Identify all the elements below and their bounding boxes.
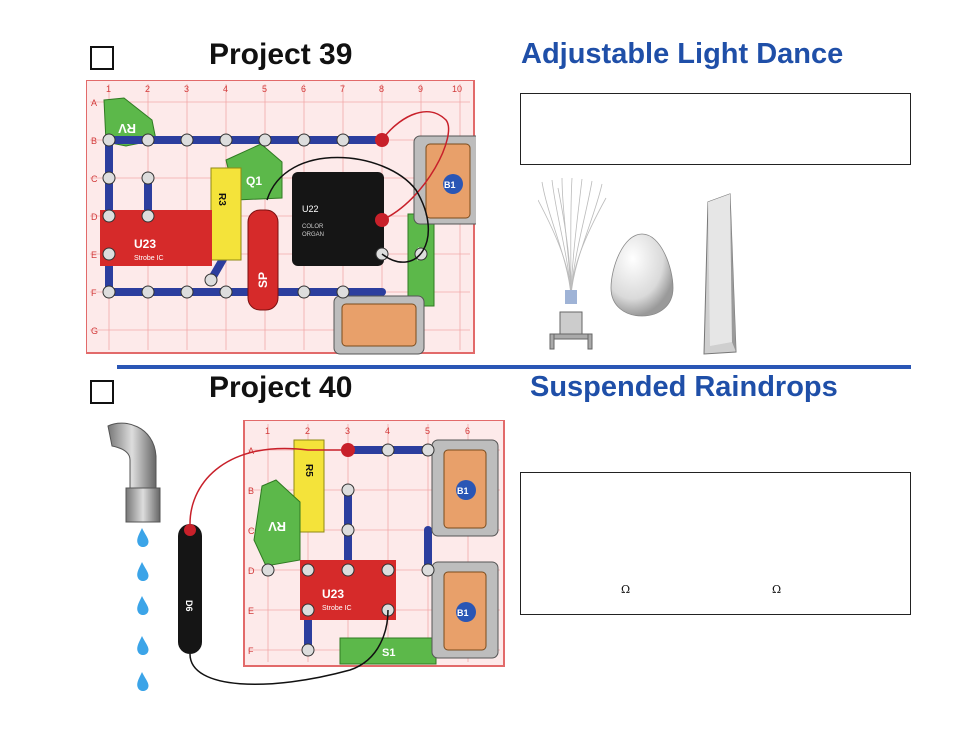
egg-diffuser-image [610,233,674,317]
p40-b1-label-lower: B1 [457,608,469,618]
p39-col-1: 1 [106,84,111,94]
p39-col-5: 5 [262,84,267,94]
p39-r3-label: R3 [216,193,227,206]
p40-row-f: F [248,646,254,656]
project40-checkbox[interactable] [90,380,114,404]
p39-b1-label: B1 [444,180,456,190]
p40-u23-sub: Strobe IC [322,605,352,612]
raindrop-icon [137,528,149,547]
p40-col-2: 2 [305,426,310,436]
p39-rv-label: RV [118,121,136,136]
ohm-symbol: Ω [772,583,782,596]
p39-col-2: 2 [145,84,150,94]
p39-u22-sub1: COLOR [302,224,324,230]
project40-name: Suspended Raindrops [530,371,838,403]
p39-red-wire [381,110,450,221]
p39-black-wire [266,156,430,263]
p39-u23-sub: Strobe IC [134,255,164,262]
fiber-optic-tree-image [538,178,607,350]
p40-s1-part [339,637,437,665]
p40-col-3: 3 [345,426,350,436]
tall-prism-image [703,193,737,355]
p39-col-8: 8 [379,84,384,94]
p39-col-10: 10 [452,84,462,94]
p39-col-6: 6 [301,84,306,94]
project40-text-box: Ω Ω [520,472,911,615]
p39-col-3: 3 [184,84,189,94]
p39-row-g: G [91,326,98,336]
project40-title: Project 40 [209,371,353,404]
p40-row-e: E [248,606,254,616]
p40-s1-label: S1 [382,647,395,659]
p39-row-e: E [91,250,97,260]
p40-col-6: 6 [465,426,470,436]
p39-col-9: 9 [418,84,423,94]
project40-circuit-diagram: 1 2 3 4 5 6 A B C D E F R5 RV U23 Strobe… [178,420,505,685]
p39-u22-part [292,172,384,266]
raindrop-icon [137,636,149,655]
p39-col-4: 4 [223,84,228,94]
p40-row-a: A [248,446,254,456]
p40-black-wire [189,609,389,685]
p40-d6-label: D6 [184,600,194,612]
p40-row-d: D [248,566,255,576]
p40-r5-label: R5 [303,464,314,477]
p40-col-1: 1 [265,426,270,436]
p39-u22-label: U22 [302,204,319,214]
project39-text-box [520,93,911,165]
raindrop-icon [137,562,149,581]
ohm-symbol: Ω [621,583,631,596]
project39-title: Project 39 [209,38,353,71]
p40-row-c: C [248,526,255,536]
faucet-with-raindrops-image [107,422,161,691]
project39-checkbox[interactable] [90,46,114,70]
p39-col-7: 7 [340,84,345,94]
p39-row-b: B [91,136,97,146]
p39-row-a: A [91,98,97,108]
section-divider [117,365,911,369]
p40-col-5: 5 [425,426,430,436]
p39-row-d: D [91,212,98,222]
p39-r3-part [210,167,242,261]
project39-name: Adjustable Light Dance [521,38,844,70]
p39-row-f: F [91,288,97,298]
p39-row-c: C [91,174,98,184]
p39-u23-part [100,210,212,266]
p40-row-b: B [248,486,254,496]
raindrop-icon [137,672,149,691]
p40-b1-label-upper: B1 [457,486,469,496]
project39-circuit-diagram: 1 2 3 4 5 6 7 8 9 10 A B C D E F G RV Q1… [86,80,476,355]
raindrop-icon [137,596,149,615]
p40-u23-label: U23 [322,587,344,601]
p39-sp-part [247,209,279,311]
p40-red-wire [189,447,348,525]
p40-col-4: 4 [385,426,390,436]
p40-rv-label: RV [268,519,286,534]
p39-u22-sub2: ORGAN [302,232,324,238]
p39-u23-label: U23 [134,237,156,251]
p39-sp-label: SP [256,272,270,288]
p39-q1-label: Q1 [246,174,262,188]
p40-d6-part [178,524,202,654]
